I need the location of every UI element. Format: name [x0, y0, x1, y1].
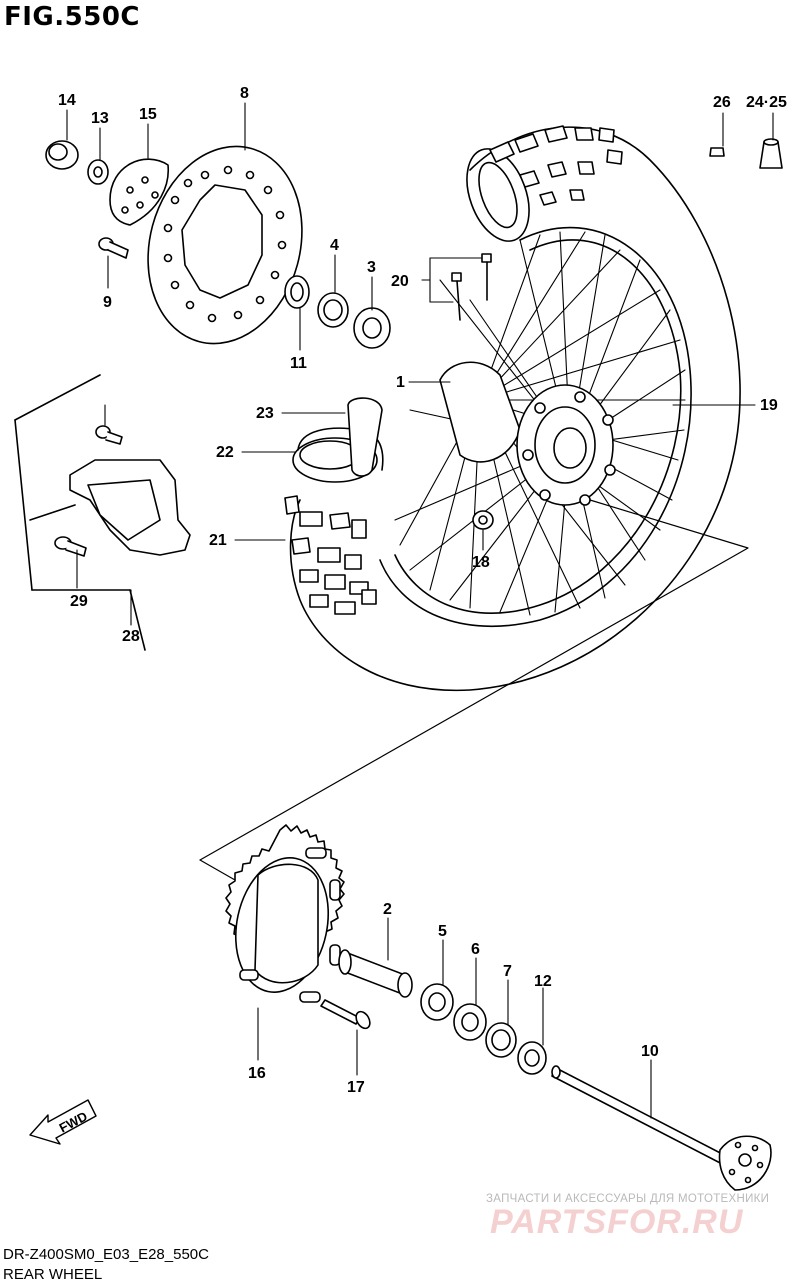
- part-label: 12: [534, 973, 552, 990]
- part-9-bolt: [98, 237, 129, 259]
- part-29-bolt: [95, 425, 123, 445]
- part-28-bolt: [54, 536, 87, 557]
- watermark-logo: PARTSFOR.RU: [490, 1203, 744, 1241]
- part-label: 26: [713, 94, 731, 111]
- part-label: 24·25: [746, 94, 787, 111]
- brake-disc: [147, 145, 303, 345]
- part-label: 4: [330, 237, 339, 254]
- part-label: 21: [209, 532, 227, 549]
- part-labels: 14 13 15 8 9 11 4 3 1 23 22 21 18 19 20 …: [58, 85, 787, 1096]
- part-label: 7: [503, 963, 512, 980]
- rear-sprocket: [225, 824, 345, 1003]
- part-24-25-valve: [759, 138, 783, 169]
- leader-lines: [66, 102, 774, 1119]
- part-label: 28: [122, 628, 140, 645]
- part-label: 18: [472, 554, 490, 571]
- model-code: DR-Z400SM0_E03_E28_550C: [3, 1246, 209, 1263]
- part-26-cap: [709, 147, 725, 157]
- part-12-spacer: [517, 1041, 547, 1075]
- part-5-bearing: [420, 983, 454, 1021]
- part-label: 16: [248, 1065, 266, 1082]
- part-label: 15: [139, 106, 157, 123]
- part-label: 22: [216, 444, 234, 461]
- part-label: 19: [760, 397, 778, 414]
- part-label: 3: [367, 259, 376, 276]
- figure-title: FIG.550C: [4, 2, 141, 32]
- tire: [284, 125, 741, 692]
- part-label: 23: [256, 405, 274, 422]
- part-14-nut: [45, 140, 79, 170]
- part-18-nut: [472, 510, 494, 530]
- group-bracket-lines: [199, 499, 749, 881]
- part-label: 29: [70, 593, 88, 610]
- part-label: 13: [91, 110, 109, 127]
- part-6-bearing: [453, 1003, 487, 1041]
- part-label: 9: [103, 294, 112, 311]
- part-label: 11: [290, 355, 307, 372]
- fwd-badge-text: FWD: [57, 1108, 90, 1135]
- wheel-hub: [439, 361, 616, 506]
- part-label: 20: [391, 273, 409, 290]
- part-17-bolt: [320, 999, 371, 1030]
- section-name: REAR WHEEL: [3, 1266, 103, 1283]
- chain-guard-assembly: [14, 374, 191, 651]
- part-10-axle: [551, 1065, 772, 1191]
- part-11-spacer: [284, 275, 310, 309]
- part-23-rim-band: [347, 397, 383, 477]
- part-7-seal: [485, 1022, 517, 1058]
- part-4-seal: [317, 292, 349, 328]
- arrow-fwd-icon: FWD: [29, 1099, 97, 1145]
- part-20-bolts: [451, 253, 492, 321]
- part-label: 2: [383, 901, 392, 918]
- part-label: 1: [396, 374, 405, 391]
- watermark-tagline: ЗАПЧАСТИ И АКСЕССУАРЫ ДЛЯ МОТОТЕХНИКИ: [486, 1193, 770, 1205]
- part-3-bearing: [353, 307, 391, 349]
- part-label: 10: [641, 1043, 659, 1060]
- part-label: 17: [347, 1079, 365, 1096]
- part-label: 14: [58, 92, 76, 109]
- part-label: 5: [438, 923, 447, 940]
- part-15-sprocket-hub: [109, 158, 170, 226]
- part-label: 8: [240, 85, 249, 102]
- part-label: 6: [471, 941, 480, 958]
- part-2-spacer: [338, 949, 413, 998]
- part-13-washer: [87, 159, 109, 185]
